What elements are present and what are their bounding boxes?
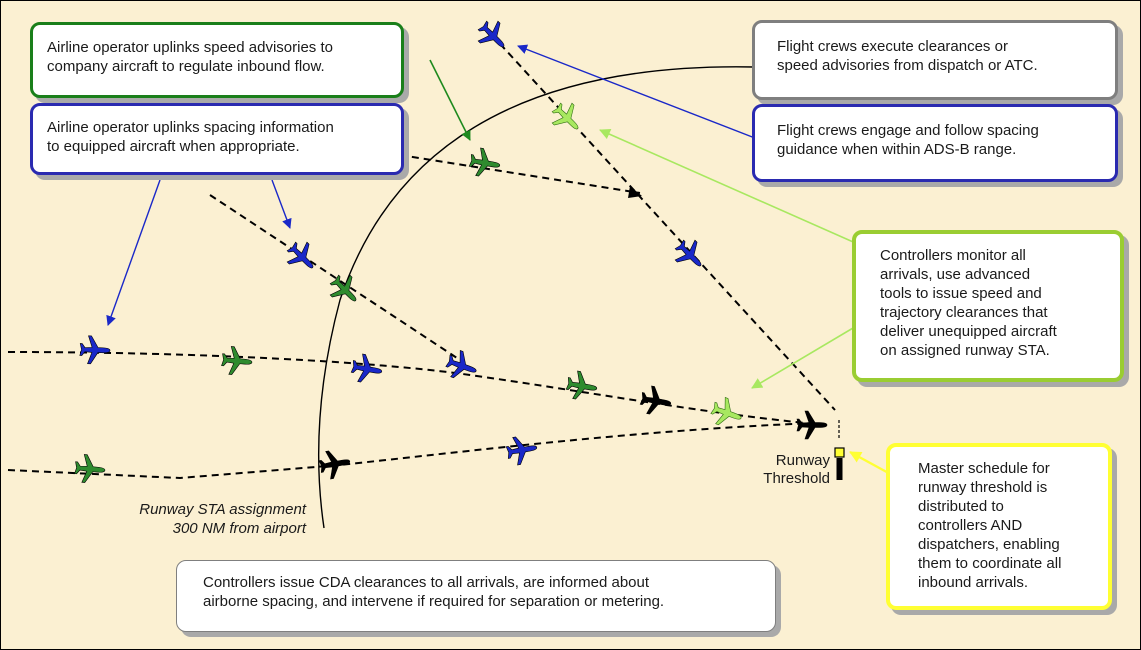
callout-line: them to coordinate all bbox=[918, 555, 1062, 572]
callout-line: runway threshold is bbox=[918, 479, 1048, 496]
callout-controllers-cda: Controllers issue CDA clearances to all … bbox=[176, 560, 776, 632]
callout-line: Flight crews engage and follow spacing bbox=[777, 122, 1039, 139]
callout-flight-crews-execute: Flight crews execute clearances or speed… bbox=[752, 20, 1118, 100]
callout-flight-crews-spacing: Flight crews engage and follow spacing g… bbox=[752, 104, 1118, 182]
arrow-blue-left-2 bbox=[106, 179, 161, 326]
callout-line: airborne spacing, and intervene if requi… bbox=[203, 593, 665, 610]
arrow-green-callout bbox=[429, 59, 471, 141]
runway-threshold-marker bbox=[834, 447, 845, 458]
route-midleft bbox=[209, 194, 461, 361]
sta-arc bbox=[317, 66, 756, 529]
callout-line: Airline operator uplinks speed advisorie… bbox=[47, 39, 333, 56]
runway-threshold-label: Runway Threshold bbox=[752, 452, 830, 488]
callout-line: Flight crews execute clearances or bbox=[777, 38, 1008, 55]
callout-line: tools to issue speed and bbox=[880, 285, 1042, 302]
callout-line: to equipped aircraft when appropriate. bbox=[47, 138, 300, 155]
callout-line: arrivals, use advanced bbox=[880, 266, 1031, 283]
arrow-blue-right bbox=[517, 44, 761, 141]
callout-line: company aircraft to regulate inbound flo… bbox=[47, 58, 325, 75]
callout-line: Controllers issue CDA clearances to all … bbox=[203, 574, 650, 591]
callout-line: on assigned runway STA. bbox=[880, 342, 1050, 359]
label-line: Threshold bbox=[763, 470, 830, 487]
route-topright bbox=[491, 34, 836, 411]
callout-line: speed advisories from dispatch or ATC. bbox=[777, 57, 1038, 74]
callout-line: distributed to bbox=[918, 498, 1004, 515]
label-line: Runway bbox=[775, 452, 830, 469]
callout-line: Controllers monitor all bbox=[880, 247, 1026, 264]
callout-line: deliver unequipped aircraft bbox=[880, 323, 1057, 340]
callout-master-schedule: Master schedule for runway threshold is … bbox=[886, 443, 1112, 610]
route-row1 bbox=[7, 351, 826, 426]
callout-line: trajectory clearances that bbox=[880, 304, 1048, 321]
arrow-lightgreen-1 bbox=[599, 129, 861, 246]
callout-line: dispatchers, enabling bbox=[918, 536, 1060, 553]
callout-controllers-monitor: Controllers monitor all arrivals, use ad… bbox=[852, 230, 1124, 382]
callout-line: inbound arrivals. bbox=[918, 574, 1029, 591]
callout-line: Airline operator uplinks spacing informa… bbox=[47, 119, 334, 136]
flight-routes bbox=[7, 34, 836, 480]
callout-line: Master schedule for bbox=[918, 460, 1050, 477]
arrow-blue-left-1 bbox=[271, 179, 292, 229]
callout-airline-speed-advisories: Airline operator uplinks speed advisorie… bbox=[30, 22, 404, 98]
label-line: 300 NM from airport bbox=[172, 520, 306, 537]
callout-line: controllers AND bbox=[918, 517, 1023, 534]
route-upper-arrowhead bbox=[628, 186, 642, 198]
callout-airline-spacing-info: Airline operator uplinks spacing informa… bbox=[30, 103, 404, 175]
route-upper bbox=[399, 154, 641, 194]
sta-assignment-label: Runway STA assignment 300 NM from airpor… bbox=[70, 500, 306, 538]
callout-line: guidance when within ADS-B range. bbox=[777, 141, 1017, 158]
label-line: Runway STA assignment bbox=[139, 501, 306, 518]
runway bbox=[836, 458, 843, 480]
